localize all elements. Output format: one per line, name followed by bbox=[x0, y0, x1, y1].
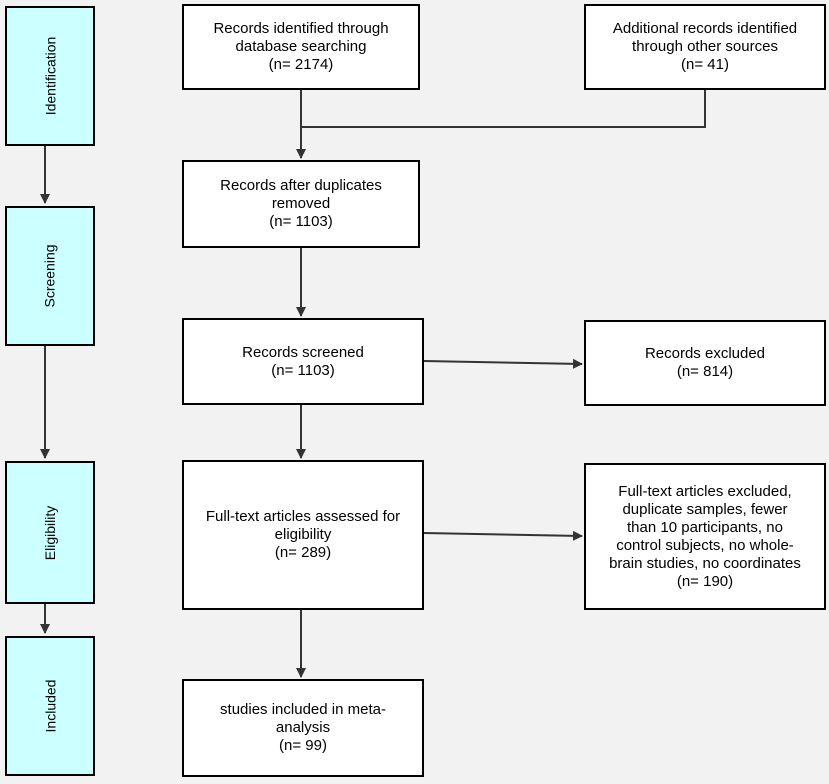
exclusion-arrow-2 bbox=[423, 530, 583, 541]
box-text: studies included in meta- bbox=[220, 701, 386, 718]
exclusion-arrow-1 bbox=[423, 358, 583, 369]
stage-eligibility: Eligibility bbox=[5, 461, 95, 604]
box-count: (n= 2174) bbox=[268, 56, 334, 73]
box-count: (n= 1103) bbox=[271, 361, 335, 379]
box-after-duplicates: Records after duplicates removed (n= 110… bbox=[182, 160, 420, 248]
box-text: control subjects, no whole- bbox=[616, 536, 794, 554]
box-full-text-excluded: Full-text articles excluded, duplicate s… bbox=[584, 463, 826, 610]
box-full-text-assessed: Full-text articles assessed for eligibil… bbox=[182, 460, 424, 610]
box-text: Records screened bbox=[242, 343, 364, 361]
stage-identification: Identification bbox=[5, 6, 95, 146]
box-text: analysis bbox=[275, 719, 331, 736]
box-text: eligibility bbox=[274, 526, 332, 543]
box-text: Full-text articles excluded, bbox=[618, 482, 792, 500]
box-included-studies: studies included in meta- analysis (n= 9… bbox=[182, 679, 424, 777]
box-text: database searching bbox=[235, 38, 367, 55]
box-text: Records excluded bbox=[644, 345, 766, 362]
box-database-search: Records identified through database sear… bbox=[182, 4, 420, 90]
box-text: removed bbox=[271, 195, 331, 212]
box-records-excluded: Records excluded (n= 814) bbox=[584, 320, 826, 406]
box-text: brain studies, no coordinates bbox=[609, 554, 801, 572]
merge-line bbox=[301, 90, 706, 128]
box-records-screened: Records screened (n= 1103) bbox=[182, 318, 424, 405]
box-text: Records after duplicates bbox=[220, 177, 382, 194]
box-other-sources: Additional records identified through ot… bbox=[584, 4, 826, 90]
box-text: Records identified through bbox=[213, 20, 389, 37]
box-text: Additional records identified bbox=[612, 20, 798, 37]
box-count: (n= 814) bbox=[676, 363, 734, 380]
box-text: duplicate samples, fewer bbox=[622, 500, 788, 518]
stage-screening: Screening bbox=[5, 206, 95, 346]
box-text: through other sources bbox=[632, 38, 778, 55]
box-count: (n= 190) bbox=[676, 572, 734, 590]
box-count: (n= 99) bbox=[279, 737, 327, 754]
box-count: (n= 41) bbox=[681, 56, 729, 73]
box-count: (n= 1103) bbox=[269, 213, 333, 230]
box-text: Full-text articles assessed for bbox=[205, 508, 401, 525]
stage-included: Included bbox=[5, 636, 95, 776]
box-text: than 10 participants, no bbox=[627, 518, 783, 536]
box-count: (n= 289) bbox=[274, 544, 332, 561]
